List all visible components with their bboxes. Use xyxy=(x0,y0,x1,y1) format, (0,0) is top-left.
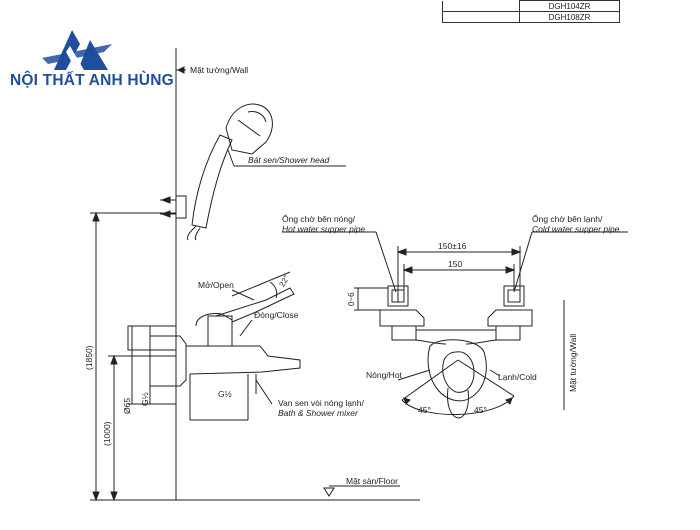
dim-150-16-label: 150±16 xyxy=(438,241,467,251)
brand-name: NỘI THẤT ANH HÙNG xyxy=(10,72,174,89)
angle-right-label: 45° xyxy=(474,405,487,415)
brand-logo xyxy=(8,12,168,92)
mixer-label-en: Bath & Shower mixer xyxy=(278,408,359,418)
model-row: DGH108ZR xyxy=(442,11,620,23)
mixer-wall-cap xyxy=(127,325,151,351)
angle-arc xyxy=(401,395,515,415)
floor-label: Mặt sàn/Floor xyxy=(346,476,398,486)
hot-label: Nóng/Hot xyxy=(366,370,403,380)
mixer-body-front xyxy=(427,339,487,402)
front-wall-label: Mặt tường/Wall xyxy=(568,334,578,392)
mixer-lever xyxy=(215,287,295,323)
cold-pipe-label-en: Cold water supper pipe xyxy=(532,224,620,234)
hot-pipe-label-en: Hot water supper pipe xyxy=(282,224,365,234)
brand-logo-mark xyxy=(42,30,112,70)
mixer-body-side xyxy=(149,335,187,387)
g-half-label: G½ xyxy=(218,389,232,399)
dim-150-label: 150 xyxy=(448,259,462,269)
floor-marker-icon xyxy=(323,487,335,497)
angle-left-label: 45° xyxy=(418,405,431,415)
shower-head xyxy=(225,103,273,155)
hot-pipe-fitting xyxy=(387,285,409,307)
model-table: DGH104ZR DGH108ZR xyxy=(442,0,620,23)
hot-pipe-label-vi: Ống chờ bên nóng/ xyxy=(282,213,356,224)
cold-label: Lạnh/Cold xyxy=(498,372,537,382)
phi65-label: Ø65 xyxy=(122,398,132,414)
mixer-label-vi: Van sen vòi nóng lạnh/ xyxy=(278,398,364,408)
g-half-vertical-label: G½ xyxy=(140,392,150,406)
height-1850-label: (1850) xyxy=(84,345,94,370)
wall-label: Mặt tường/Wall xyxy=(190,65,248,75)
holder-bracket xyxy=(175,195,187,219)
close-label: Đóng/Close xyxy=(254,310,299,320)
model-cell: DGH108ZR xyxy=(519,11,620,23)
mixer-spout xyxy=(186,345,301,375)
wall-arrow-icon xyxy=(176,66,185,74)
height-1000-label: (1000) xyxy=(102,421,112,446)
shower-handle xyxy=(191,134,233,229)
dim-0-6-label: 0~6 xyxy=(347,292,356,306)
open-label: Mở/Open xyxy=(198,280,234,290)
shower-head-label: Bát sen/Shower head xyxy=(248,155,330,165)
cold-pipe-label-vi: Ống chờ bên lạnh/ xyxy=(532,213,603,224)
cold-pipe-fitting xyxy=(503,285,525,307)
lever-angle-label: 22° xyxy=(277,273,291,288)
